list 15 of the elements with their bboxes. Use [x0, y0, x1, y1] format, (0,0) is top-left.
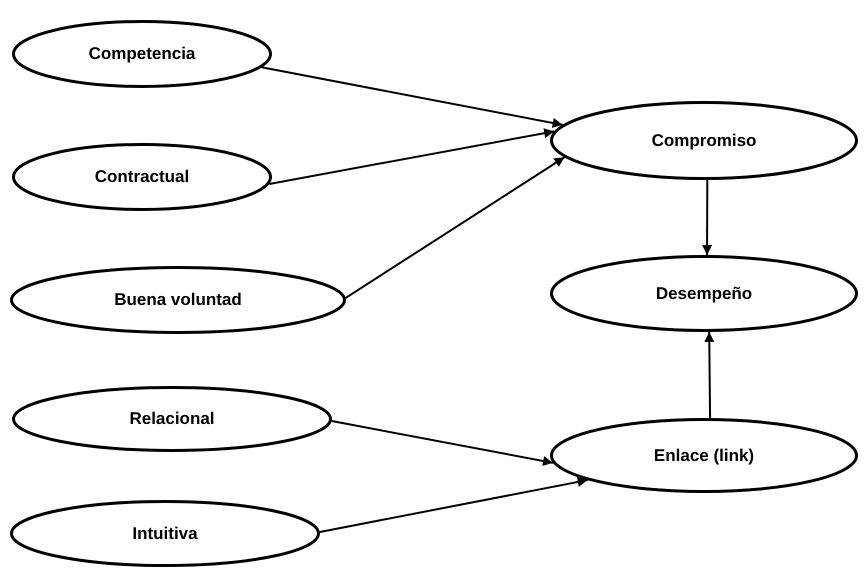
arrow — [320, 477, 588, 533]
node-label: Relacional — [129, 409, 215, 429]
arrow — [261, 66, 563, 128]
arrow — [269, 128, 554, 185]
arrow — [702, 180, 712, 255]
arrow — [332, 420, 554, 466]
node-label: Competencia — [88, 44, 196, 64]
node-label: Enlace (link) — [654, 446, 754, 466]
arrow — [345, 156, 566, 299]
node-label: Intuitiva — [132, 524, 198, 544]
node-label: Buena voluntad — [114, 290, 242, 310]
node-label: Contractual — [94, 167, 190, 187]
node-label: Compromiso — [652, 130, 756, 150]
node-label: Desempeño — [656, 284, 752, 304]
arrow — [704, 332, 714, 418]
